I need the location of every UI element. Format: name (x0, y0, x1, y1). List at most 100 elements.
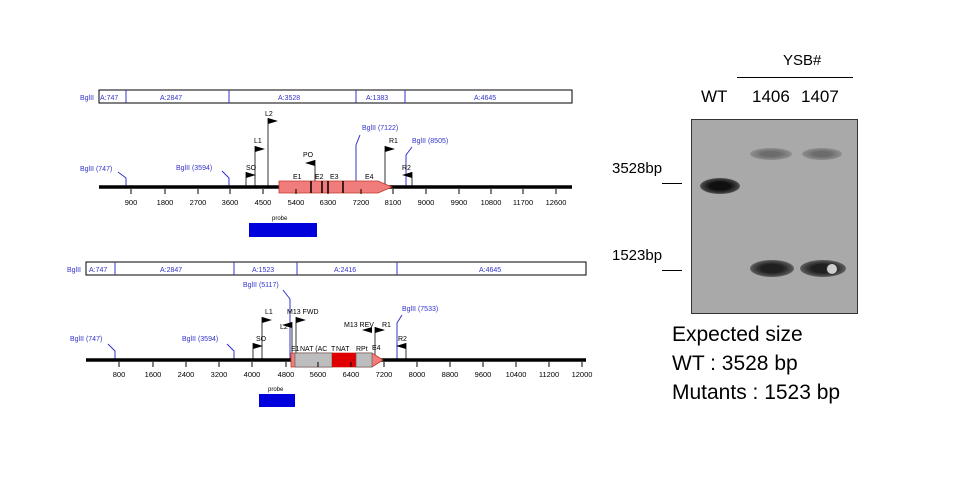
scale-tick-label: 3600 (222, 198, 239, 207)
bglii-site-label: BglII (3594) (176, 165, 212, 172)
probe-label: probe (272, 216, 288, 222)
fragment-box (98, 89, 573, 104)
primer-label: SO (246, 165, 257, 172)
top-gene-map: BglII A:747 A:2847 A:3528 A:1383 A:4645 … (80, 89, 573, 237)
exon-label: E1 (293, 174, 302, 181)
band-1406-upper (750, 148, 792, 160)
lane-label-1407: 1407 (801, 87, 839, 106)
ysb-group-line (737, 77, 853, 78)
scale-tick-label: 9600 (475, 370, 492, 379)
scale-tick-label: 12600 (546, 198, 567, 207)
probe-label: probe (268, 387, 284, 393)
gene-arrow (278, 180, 394, 194)
scale-tick-label: 3200 (211, 370, 228, 379)
scale-tick-label: 7200 (353, 198, 370, 207)
scale-tick-label: 5600 (310, 370, 327, 379)
band-1407-upper (802, 148, 842, 160)
bglii-site-label: BglII (3594) (182, 336, 218, 343)
primer-label: L2 (280, 324, 288, 331)
probe-bar (259, 394, 295, 407)
expected-size-wt: WT : 3528 bp (672, 352, 798, 375)
primer-label: L1 (265, 309, 273, 316)
primer-label: R1 (389, 138, 398, 145)
fragment-enzyme-label: BglII (80, 95, 94, 102)
band-wt-3528 (700, 178, 740, 194)
cassette-label: E1 (291, 346, 300, 353)
scale-tick-label: 9900 (451, 198, 468, 207)
cassette-label: E4 (372, 345, 381, 352)
bottom-gene-map: BglII A:747 A:2847 A:1523 A:2416 A:4645 … (67, 261, 593, 407)
scale-tick-label: 1800 (157, 198, 174, 207)
primer-label: PO (303, 152, 314, 159)
southern-blot-image (691, 119, 858, 314)
scale-tick-label: 8100 (385, 198, 402, 207)
exon-label: E2 (315, 174, 324, 181)
expected-size-mutants: Mutants : 1523 bp (672, 381, 841, 404)
bglii-site-label: BglII (7533) (402, 306, 438, 313)
fragment-label: A:3528 (278, 95, 300, 102)
scale-tick-label: 7200 (376, 370, 393, 379)
scale-tick-label: 8800 (442, 370, 459, 379)
scale-axis (130, 189, 557, 194)
expected-size-title: Expected size (672, 323, 803, 346)
band-1407-1523 (800, 260, 846, 277)
fragment-label: A:1523 (252, 267, 274, 274)
scale-tick-label: 1600 (145, 370, 162, 379)
fragment-label: A:747 (89, 267, 107, 274)
scale-tick-label: 4800 (278, 370, 295, 379)
fragment-label: A:4645 (474, 95, 496, 102)
bglii-site-label: BglII (7122) (362, 125, 398, 132)
cassette-label: T (331, 346, 336, 353)
bglii-site-label: BglII (747) (70, 336, 102, 343)
fragment-enzyme-label: BglII (67, 267, 81, 274)
marker-label-1523: 1523bp (612, 247, 663, 264)
blot-spot (826, 263, 838, 275)
scale-axis (118, 362, 583, 367)
cassette-label: NAT (336, 346, 350, 353)
lane-label-wt: WT (701, 87, 728, 106)
primer-label: R2 (398, 336, 407, 343)
cassette-label: RPt (356, 346, 368, 353)
scale-tick-label: 9000 (418, 198, 435, 207)
fragment-label: A:2416 (334, 267, 356, 274)
bglii-site-label: BglII (747) (80, 166, 112, 173)
scale-tick-label: 8000 (409, 370, 426, 379)
fragment-label: A:1383 (366, 95, 388, 102)
primer-label: L1 (254, 138, 262, 145)
fragment-label: A:4645 (479, 267, 501, 274)
bglii-site-label: BglII (5117) (243, 282, 279, 289)
scale-tick-label: 2700 (190, 198, 207, 207)
primer-label: M13 FWD (287, 309, 319, 316)
marker-tick-3528 (662, 183, 682, 184)
fragment-label: A:2847 (160, 95, 182, 102)
scale-tick-label: 800 (113, 370, 126, 379)
bglii-site-label: BglII (8505) (412, 138, 448, 145)
probe-bar (249, 223, 317, 237)
scale-tick-label: 900 (125, 198, 138, 207)
fragment-label: A:2847 (160, 267, 182, 274)
fragment-box (85, 261, 587, 276)
nat-marker-block (332, 353, 356, 367)
scale-tick-label: 5400 (288, 198, 305, 207)
exon-label: E3 (330, 174, 339, 181)
marker-tick-1523 (662, 270, 682, 271)
fragment-label: A:747 (100, 95, 118, 102)
scale-tick-label: 11700 (513, 198, 533, 207)
scale-tick-label: 12000 (572, 370, 593, 379)
lane-label-1406: 1406 (752, 87, 790, 106)
primer-label: SO (256, 336, 267, 343)
marker-label-3528: 3528bp (612, 160, 663, 177)
exon-label: E4 (365, 174, 374, 181)
scale-tick-label: 10400 (506, 370, 527, 379)
scale-tick-label: 6400 (343, 370, 360, 379)
cassette-label: NAT (AC (300, 346, 327, 353)
scale-tick-label: 2400 (178, 370, 195, 379)
primer-label: M13 REV (344, 322, 374, 329)
scale-tick-label: 6300 (320, 198, 337, 207)
primer-label: R2 (402, 165, 411, 172)
primer-label: R1 (382, 322, 391, 329)
scale-tick-label: 10800 (481, 198, 502, 207)
scale-tick-label: 4500 (255, 198, 272, 207)
band-1406-1523 (750, 260, 794, 277)
scale-tick-label: 11200 (539, 370, 559, 379)
